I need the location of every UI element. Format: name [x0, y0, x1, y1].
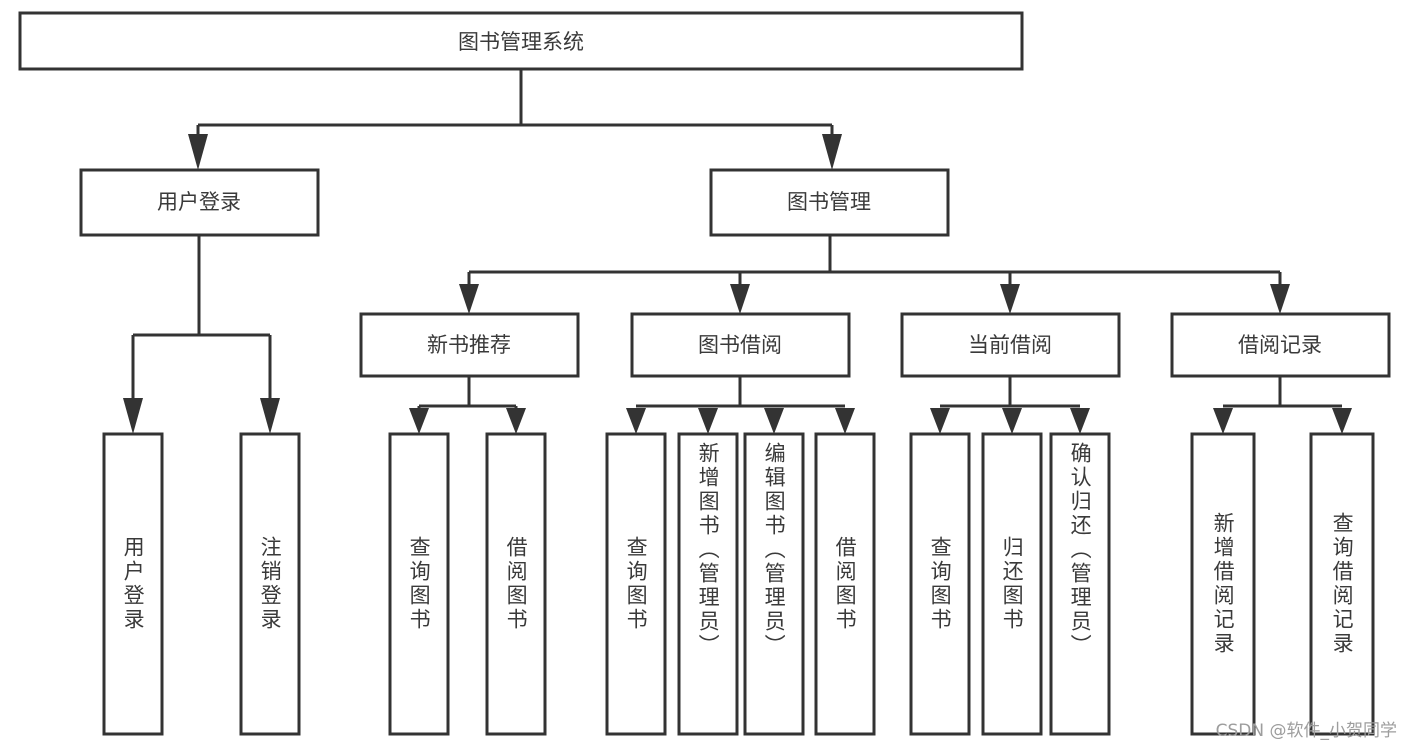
- nodes-layer: 图书管理系统 用户登录 图书管理 新书推荐 图书借阅: [18, 11, 1391, 736]
- node-book-borrow-box[interactable]: [630, 312, 851, 378]
- leaf-boxes-layer: [102, 432, 1375, 736]
- node-title-label: 图书管理系统: [458, 30, 584, 54]
- leaf-query-book-1-box[interactable]: [388, 432, 450, 736]
- arrow-to-leaf-query-book-1: [409, 408, 429, 434]
- edges-layer: [123, 69, 1352, 434]
- node-new-book-recommend[interactable]: 新书推荐: [359, 312, 580, 378]
- arrow-to-leaf-add-borrow-record: [1213, 408, 1233, 434]
- arrow-to-leaf-query-borrow-record: [1332, 408, 1352, 434]
- arrow-to-book-management: [822, 134, 842, 170]
- arrow-to-leaf-query-book-3: [930, 408, 950, 434]
- node-current-borrow[interactable]: 当前借阅: [900, 312, 1121, 378]
- arrow-to-leaf-edit-book-admin: [764, 408, 784, 434]
- arrow-to-user-login: [188, 134, 208, 170]
- node-new-book-recommend-label: 新书推荐: [427, 333, 511, 357]
- leaf-return-book-box[interactable]: [981, 432, 1043, 736]
- leaf-add-borrow-record-box[interactable]: [1190, 432, 1256, 736]
- leaf-query-book-2-box[interactable]: [605, 432, 667, 736]
- arrow-to-leaf-add-book-admin: [698, 408, 718, 434]
- node-book-borrow[interactable]: 图书借阅: [630, 312, 851, 378]
- node-borrow-record[interactable]: 借阅记录: [1170, 312, 1391, 378]
- node-borrow-record-box[interactable]: [1170, 312, 1391, 378]
- arrow-to-new-book-recommend: [459, 284, 479, 314]
- node-book-management-label: 图书管理: [787, 190, 871, 214]
- node-user-login-box[interactable]: [79, 168, 320, 237]
- leaf-query-borrow-record-box[interactable]: [1309, 432, 1375, 736]
- node-new-book-recommend-box[interactable]: [359, 312, 580, 378]
- node-title[interactable]: 图书管理系统: [18, 11, 1024, 71]
- leaf-borrow-book-2-box[interactable]: [814, 432, 876, 736]
- leaf-query-book-3-box[interactable]: [909, 432, 971, 736]
- node-title-box[interactable]: [18, 11, 1024, 71]
- arrow-to-leaf-user-login: [123, 398, 143, 434]
- node-book-borrow-label: 图书借阅: [698, 333, 782, 357]
- arrow-to-borrow-record: [1270, 284, 1290, 314]
- leaf-edit-book-admin-box[interactable]: [743, 432, 805, 736]
- arrow-to-book-borrow: [730, 284, 750, 314]
- node-current-borrow-label: 当前借阅: [968, 333, 1052, 357]
- node-user-login[interactable]: 用户登录: [79, 168, 320, 237]
- leaf-confirm-return-admin-box[interactable]: [1049, 432, 1111, 736]
- arrow-to-leaf-return-book: [1002, 408, 1022, 434]
- node-book-management-box[interactable]: [709, 168, 950, 237]
- node-book-management[interactable]: 图书管理: [709, 168, 950, 237]
- leaf-borrow-book-1-box[interactable]: [485, 432, 547, 736]
- node-current-borrow-box[interactable]: [900, 312, 1121, 378]
- arrow-to-leaf-borrow-book-2: [835, 408, 855, 434]
- arrow-to-leaf-logout-login: [260, 398, 280, 434]
- arrow-to-leaf-borrow-book-1: [506, 408, 526, 434]
- arrow-to-current-borrow: [1000, 284, 1020, 314]
- arrow-to-leaf-confirm-return-admin: [1070, 408, 1090, 434]
- node-user-login-label: 用户登录: [157, 190, 241, 214]
- leaf-logout-login-box[interactable]: [239, 432, 301, 736]
- leaf-add-book-admin-box[interactable]: [677, 432, 739, 736]
- leaf-user-login-box[interactable]: [102, 432, 164, 736]
- node-borrow-record-label: 借阅记录: [1238, 333, 1322, 357]
- arrow-to-leaf-query-book-2: [626, 408, 646, 434]
